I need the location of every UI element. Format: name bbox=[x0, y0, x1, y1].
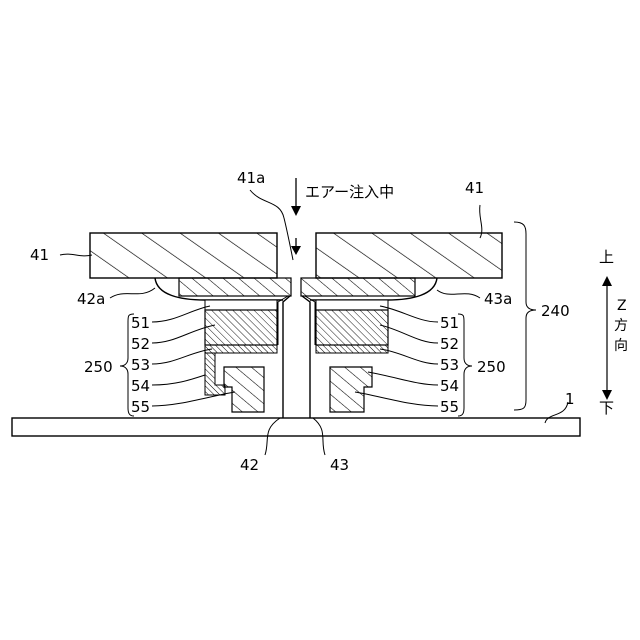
upper-plate-right bbox=[316, 233, 502, 278]
leader-54-right bbox=[368, 372, 438, 385]
label-240: 240 bbox=[541, 302, 570, 320]
leader-51-right bbox=[380, 306, 438, 322]
leader-55-left bbox=[152, 392, 235, 406]
label-41-right: 41 bbox=[465, 179, 484, 197]
label-53-left: 53 bbox=[131, 356, 150, 374]
thin-plate-right bbox=[301, 278, 415, 296]
layer-52-left bbox=[205, 310, 277, 345]
label-axis-z: Z bbox=[617, 298, 627, 314]
leader-43a bbox=[437, 290, 480, 298]
label-53-right: 53 bbox=[440, 356, 459, 374]
label-43a: 43a bbox=[484, 290, 512, 308]
label-250-right: 250 bbox=[477, 358, 506, 376]
label-air-text: エアー注入中 bbox=[305, 183, 394, 201]
label-1: 1 bbox=[565, 390, 575, 408]
upper-plate-left bbox=[90, 233, 277, 278]
label-axis-fang: 方 bbox=[614, 318, 628, 334]
label-42: 42 bbox=[240, 456, 259, 474]
layer-54-left bbox=[205, 353, 225, 395]
label-55-right: 55 bbox=[440, 398, 459, 416]
layer-51-left bbox=[205, 300, 277, 310]
bracket-250-right bbox=[458, 314, 472, 416]
leader-53-left bbox=[152, 349, 212, 364]
label-51-right: 51 bbox=[440, 314, 459, 332]
label-41a: 41a bbox=[237, 169, 265, 187]
leader-41-left bbox=[60, 254, 92, 256]
label-axis-xiang: 向 bbox=[614, 338, 628, 354]
thin-plate-left bbox=[179, 278, 291, 296]
label-51-left: 51 bbox=[131, 314, 150, 332]
layer-55-right bbox=[330, 367, 372, 412]
bracket-240 bbox=[514, 222, 536, 410]
leader-51-left bbox=[152, 306, 210, 322]
layer-53-left bbox=[205, 345, 277, 353]
label-axis-bottom: 下 bbox=[599, 399, 614, 417]
layer-55-left bbox=[224, 367, 264, 412]
label-55-left: 55 bbox=[131, 398, 150, 416]
layer-53-right bbox=[316, 345, 388, 353]
z-axis-up-head bbox=[602, 276, 612, 286]
sheet-42 bbox=[283, 296, 290, 418]
sheet-43 bbox=[302, 296, 310, 418]
air-arrow-head bbox=[291, 206, 301, 216]
air-arrow-lower-head bbox=[291, 246, 301, 255]
label-52-left: 52 bbox=[131, 335, 150, 353]
leader-42a bbox=[110, 288, 155, 298]
label-250-left: 250 bbox=[84, 358, 113, 376]
label-54-right: 54 bbox=[440, 377, 459, 395]
layer-52-right bbox=[316, 310, 388, 345]
layer-51-right bbox=[316, 300, 388, 310]
label-52-right: 52 bbox=[440, 335, 459, 353]
label-41-left: 41 bbox=[30, 246, 49, 264]
label-54-left: 54 bbox=[131, 377, 150, 395]
leader-53-right bbox=[380, 349, 438, 364]
label-axis-top: 上 bbox=[599, 248, 614, 266]
leader-55-right bbox=[355, 392, 438, 406]
label-43: 43 bbox=[330, 456, 349, 474]
leader-54-left bbox=[152, 375, 205, 385]
base-plate bbox=[12, 418, 580, 436]
label-42a: 42a bbox=[77, 290, 105, 308]
leader-52-right bbox=[380, 325, 438, 343]
